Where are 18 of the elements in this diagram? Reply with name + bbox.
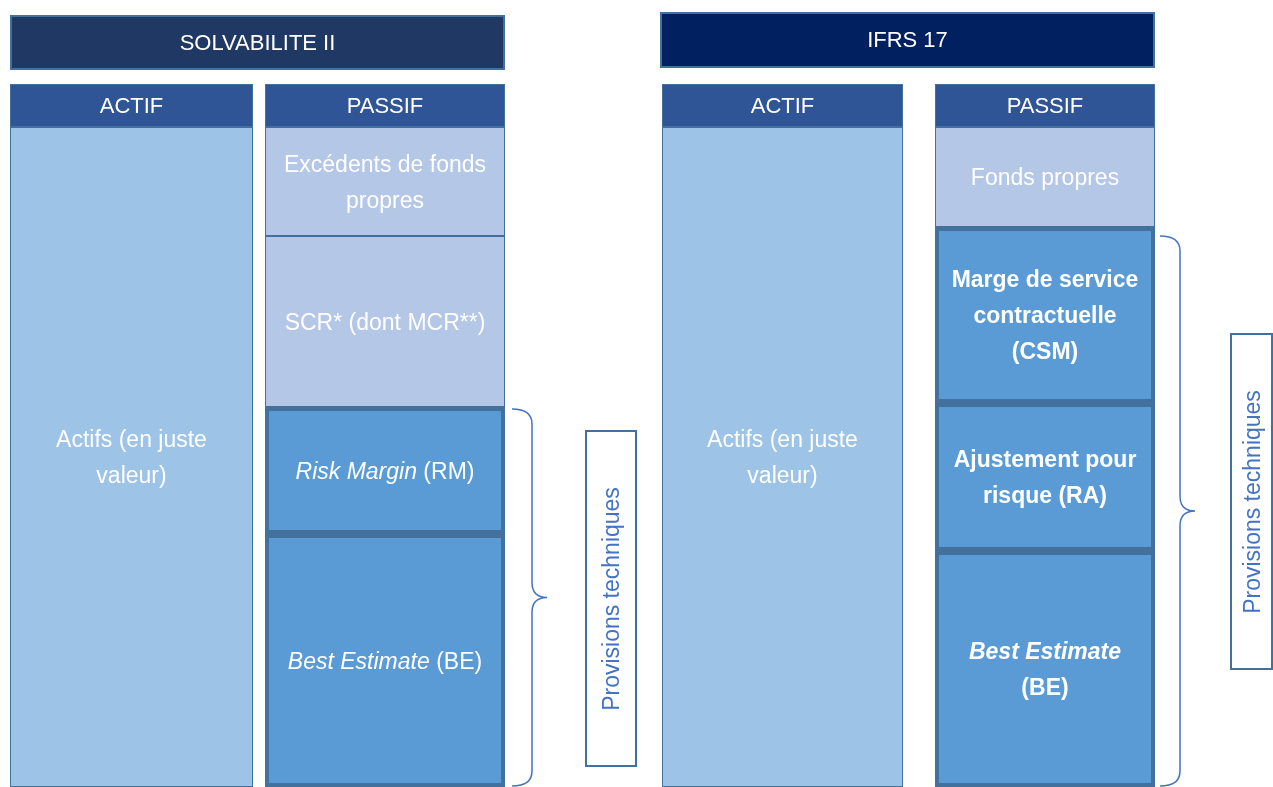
- label-box: Provisions techniques: [1230, 333, 1273, 670]
- column-header: ACTIF: [662, 84, 903, 127]
- balance-sheet-block: Actifs (en juste valeur): [662, 127, 903, 787]
- column-header: PASSIF: [265, 84, 505, 127]
- balance-sheet-block: Fonds propres: [935, 127, 1155, 227]
- balance-sheet-block: Excédents de fonds propres: [265, 127, 505, 236]
- column-header: ACTIF: [10, 84, 253, 127]
- label-box: Provisions techniques: [585, 430, 637, 767]
- balance-sheet-block: Actifs (en juste valeur): [10, 127, 253, 787]
- balance-sheet-block: SCR* (dont MCR**): [265, 236, 505, 407]
- balance-sheet-block: Best Estimate (BE): [935, 551, 1155, 787]
- balance-sheet-block: Risk Margin (RM): [265, 407, 505, 534]
- section-title-bar: IFRS 17: [660, 12, 1155, 68]
- section-title-bar: SOLVABILITE II: [10, 15, 505, 70]
- balance-sheet-block: Marge de service contractuelle (CSM): [935, 227, 1155, 403]
- balance-sheet-block: Best Estimate (BE): [265, 534, 505, 787]
- balance-sheet-block: Ajustement pour risque (RA): [935, 403, 1155, 551]
- column-header: PASSIF: [935, 84, 1155, 127]
